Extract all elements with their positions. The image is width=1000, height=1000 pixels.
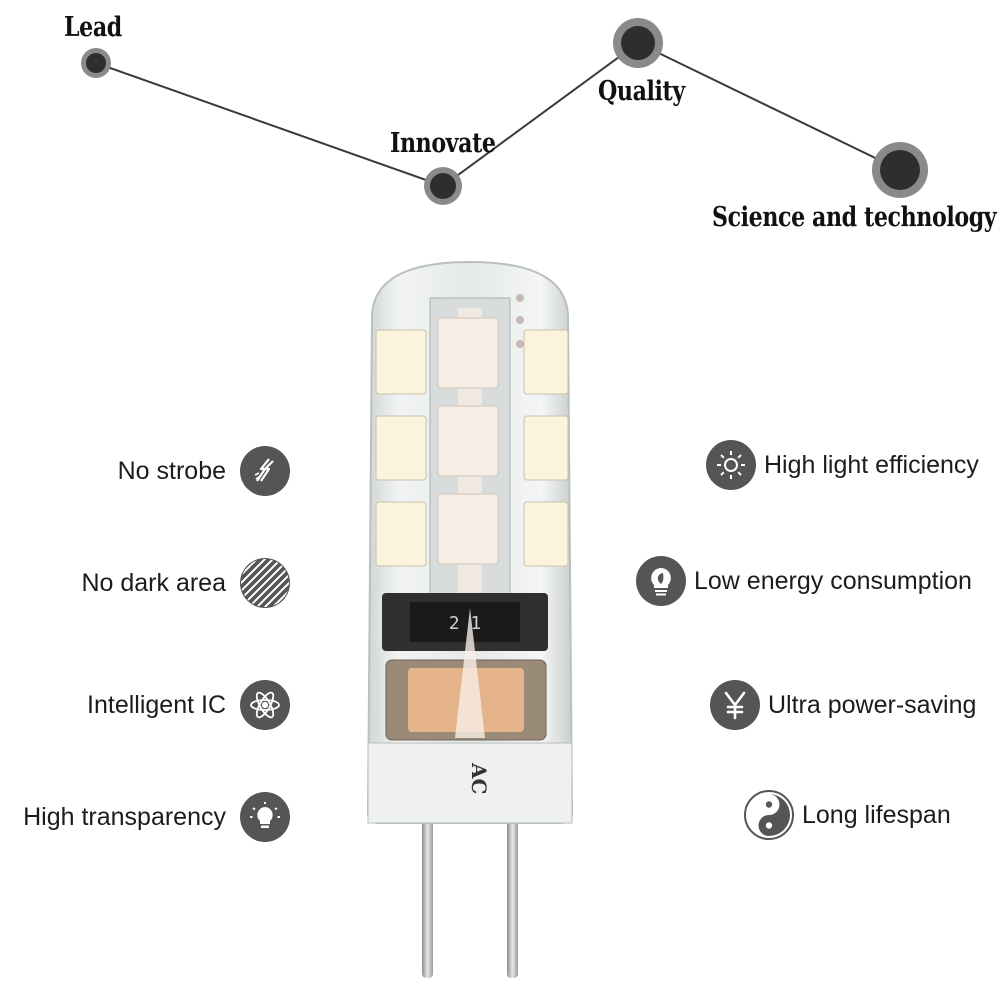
timeline-node-innovate <box>424 167 462 205</box>
timeline-graphic <box>81 18 928 205</box>
feature-label: No strobe <box>117 456 226 485</box>
sun-icon <box>706 440 756 490</box>
timeline-node-quality <box>613 18 663 68</box>
feature-intelligent-ic: Intelligent IC <box>87 680 290 730</box>
feature-label: Long lifespan <box>802 800 951 829</box>
feature-label: Low energy consumption <box>694 566 972 595</box>
bulb-resistor-marking: 2 1 <box>449 613 482 634</box>
feature-label: Ultra power-saving <box>768 690 977 719</box>
stripes-icon <box>240 558 290 608</box>
timeline-label-quality: Quality <box>598 76 685 107</box>
led-chips-center <box>437 317 499 565</box>
timeline-node-lead <box>81 48 111 78</box>
yin-yang-icon <box>744 790 794 840</box>
leaf-bulb-icon <box>636 556 686 606</box>
bulb-pin-left <box>422 803 433 978</box>
feature-no-strobe: No strobe <box>118 446 290 496</box>
timeline-label-innovate: Innovate <box>390 128 496 159</box>
feature-high-light-efficiency: High light efficiency <box>706 440 979 490</box>
feature-label: No dark area <box>81 568 226 597</box>
bulb-pin-right <box>507 803 518 978</box>
timeline-node-science <box>872 142 928 198</box>
feature-ultra-power-saving: Ultra power-saving <box>710 680 976 730</box>
bulb-base-marking: AC <box>467 762 491 794</box>
feature-no-dark-area: No dark area <box>81 558 290 608</box>
g4-led-bulb-image: 2 1 AC <box>366 260 574 978</box>
bulb-base <box>367 742 573 824</box>
feature-label: High light efficiency <box>764 450 979 479</box>
atom-icon <box>240 680 290 730</box>
led-chips-right <box>523 329 569 567</box>
feature-high-transparency: High transparency <box>23 792 290 842</box>
feature-long-lifespan: Long lifespan <box>744 790 951 840</box>
yen-icon <box>710 680 760 730</box>
lightning-icon <box>240 446 290 496</box>
led-chips-left <box>375 329 427 567</box>
feature-label: High transparency <box>23 802 226 831</box>
feature-low-energy-consumption: Low energy consumption <box>636 556 972 606</box>
feature-label: Intelligent IC <box>87 690 226 719</box>
lightbulb-icon <box>240 792 290 842</box>
timeline-line <box>95 41 901 188</box>
timeline-label-science: Science and technology <box>712 202 997 233</box>
timeline-label-lead: Lead <box>64 12 122 43</box>
